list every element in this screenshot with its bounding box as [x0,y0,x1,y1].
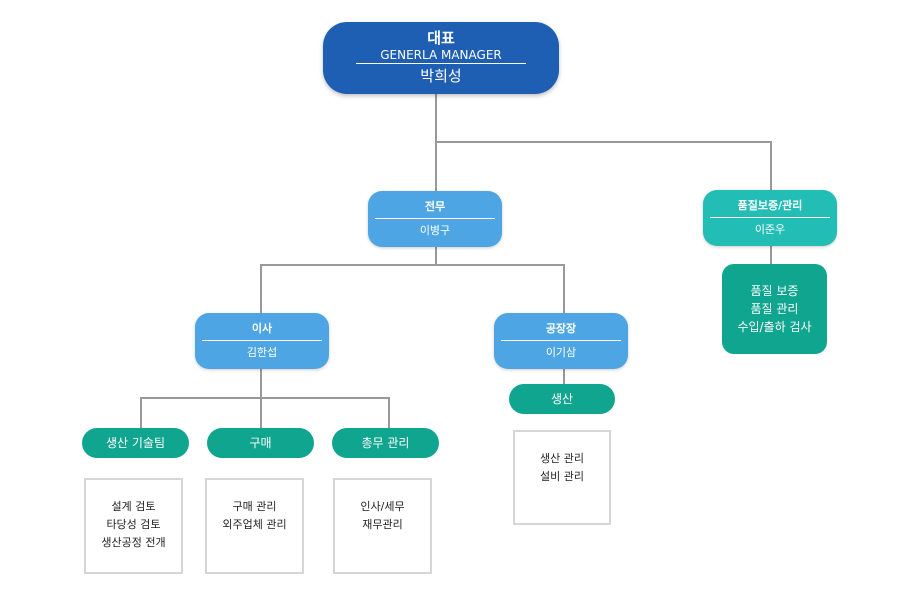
ceo-title: 대표 [427,29,455,47]
production-pill: 생산 [509,384,615,414]
production-duties-box: 생산 관리 설비 관리 [513,430,611,525]
connector-director-branch [140,397,390,428]
connector-executive-branch [260,264,565,313]
plant-manager-name: 이기삼 [545,345,577,359]
plant-manager-title: 공장장 [501,321,621,341]
executive-director-name: 이병구 [419,223,451,237]
purchasing-pill: 구매 [207,428,314,458]
ceo-name: 박희성 [420,67,462,85]
quality-duty: 품질 관리 [750,302,799,316]
quality-head-name: 이준우 [754,222,786,236]
purchasing-duty: 구매 관리 [232,500,277,513]
plant-manager-node: 공장장 이기삼 [494,313,628,369]
executive-director-node: 전무 이병구 [368,191,502,247]
general-affairs-duty: 재무관리 [362,518,403,531]
director-node: 이사 김한섭 [195,313,329,369]
quality-head-title: 품질보증/관리 [710,198,830,218]
general-affairs-duty: 인사/세무 [360,500,405,513]
quality-head-node: 품질보증/관리 이준우 [703,190,837,246]
ceo-subtitle: GENERLA MANAGER [356,48,526,64]
quality-duty: 품질 보증 [750,284,799,298]
director-name: 김한섭 [246,345,278,359]
director-title: 이사 [202,321,322,341]
connector-ceo-branch [436,141,772,190]
production-duty: 생산 관리 [540,452,584,465]
tech-team-duty: 타당성 검토 [106,518,161,531]
purchasing-duty: 외주업체 관리 [222,518,287,531]
tech-team-duties-box: 설계 검토 타당성 검토 생산공정 전개 [84,478,183,574]
quality-duty: 수입/출하 검사 [737,320,812,334]
executive-director-title: 전무 [375,199,495,219]
general-affairs-duties-box: 인사/세무 재무관리 [333,478,432,574]
quality-duties-box: 품질 보증 품질 관리 수입/출하 검사 [722,264,827,354]
general-affairs-pill: 총무 관리 [332,428,439,458]
ceo-node: 대표 GENERLA MANAGER 박희성 [323,22,559,94]
tech-team-pill: 생산 기술팀 [82,428,189,458]
tech-team-duty: 생산공정 전개 [101,536,166,549]
tech-team-duty: 설계 검토 [111,500,156,513]
production-duty: 설비 관리 [540,470,584,483]
purchasing-duties-box: 구매 관리 외주업체 관리 [205,478,304,574]
